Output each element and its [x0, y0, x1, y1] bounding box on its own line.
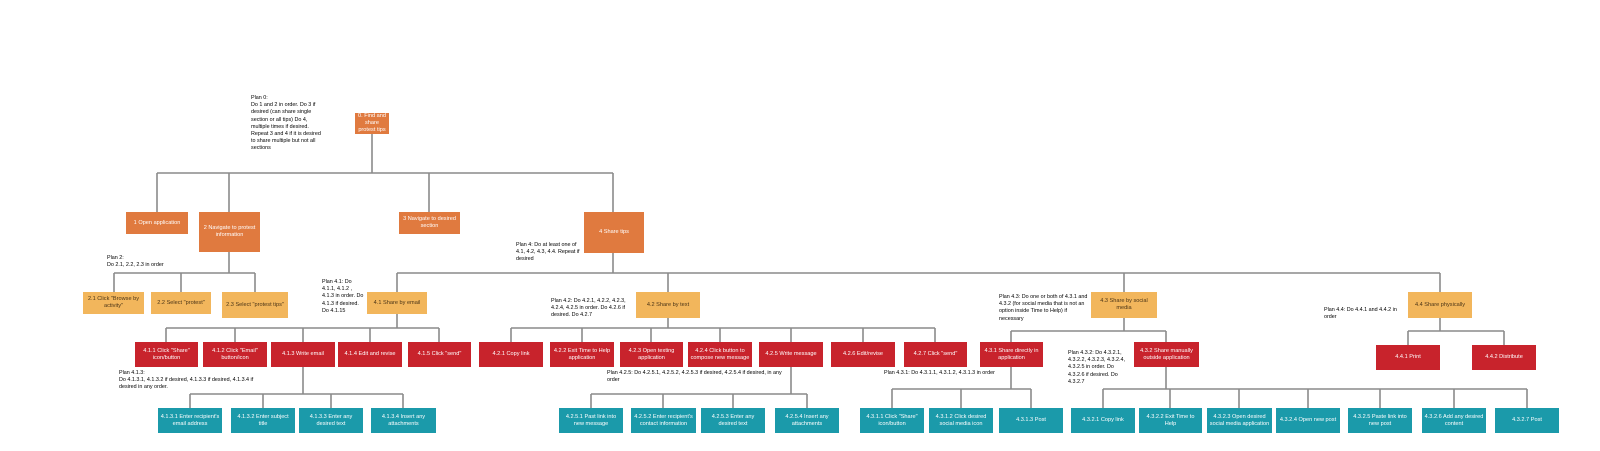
- task-4-3-2-3-open-social-app: 4.3.2.3 Open desired social media applic…: [1207, 408, 1272, 433]
- task-4-1-share-by-email: 4.1 Share by email: [367, 292, 427, 314]
- task-4-1-2-click-email: 4.1.2 Click "Email" button/icon: [203, 342, 267, 367]
- task-2-navigate-protest-info: 2 Navigate to protest information: [199, 212, 260, 252]
- plan-2: Plan 2: Do 2.1, 2.2, 2.3 in order: [107, 255, 217, 269]
- plan-4-1-3: Plan 4.1.3: Do 4.1.3.1, 4.1.3.2 if desir…: [119, 370, 269, 392]
- task-4-1-3-3-enter-text: 4.1.3.3 Enter any desired text: [299, 408, 363, 433]
- plan-4-1-3-text: Do 4.1.3.1, 4.1.3.2 if desired, 4.1.3.3 …: [119, 377, 254, 391]
- task-4-3-2-6-add-content: 4.3.2.6 Add any desired content: [1422, 408, 1486, 433]
- task-4-3-2-1-copy-link: 4.3.2.1 Copy link: [1071, 408, 1135, 433]
- task-4-4-share-physically: 4.4 Share physically: [1408, 292, 1472, 318]
- task-4-3-2-share-manually: 4.3.2 Share manually outside application: [1134, 342, 1199, 367]
- task-4-3-2-7-post: 4.3.2.7 Post: [1495, 408, 1559, 433]
- plan-4-3-2: Plan 4.3.2: Do 4.3.2.1, 4.3.2.2, 4.3.2.3…: [1068, 350, 1125, 385]
- task-4-1-3-1-enter-email: 4.1.3.1 Enter recipient's email address: [158, 408, 222, 433]
- task-4-3-1-share-directly: 4.3.1 Share directly in application: [980, 342, 1043, 367]
- plan-0: Plan 0: Do 1 and 2 in order. Do 3 if des…: [251, 95, 323, 153]
- plan-4-3: Plan 4.3: Do one or both of 4.3.1 and 4.…: [999, 294, 1088, 322]
- task-4-3-2-5-paste-link: 4.3.2.5 Paste link into new post: [1348, 408, 1412, 433]
- task-4-2-5-3-enter-text: 4.2.5.3 Enter any desired text: [701, 408, 765, 433]
- task-4-2-4-compose-message: 4.2.4 Click button to compose new messag…: [688, 342, 752, 367]
- task-4-2-3-open-texting: 4.2.3 Open texting application: [620, 342, 683, 367]
- task-4-3-2-2-exit-app: 4.3.2.2 Exit Time to Help: [1139, 408, 1202, 433]
- plan-0-text: Do 1 and 2 in order. Do 3 if desired (ca…: [251, 102, 321, 152]
- task-4-1-3-write-email: 4.1.3 Write email: [271, 342, 335, 367]
- plan-4-2: Plan 4.2: Do 4.2.1, 4.2.2, 4.2.3, 4.2.4,…: [551, 298, 626, 319]
- plan-4-3-1: Plan 4.3.1: Do 4.3.1.1, 4.3.1.2, 4.3.1.3…: [884, 370, 995, 376]
- task-4-2-5-4-insert-attachments: 4.2.5.4 Insert any attachments: [775, 408, 839, 433]
- plan-4-2-5: Plan 4.2.5: Do 4.2.5.1, 4.2.5.2, 4.2.5.3…: [607, 370, 782, 384]
- task-4-4-2-distribute: 4.4.2 Distribute: [1472, 345, 1536, 370]
- task-1-open-application: 1 Open application: [126, 212, 188, 234]
- task-2-3-select-protest-tips: 2.3 Select "protest tips": [222, 292, 288, 318]
- task-4-2-5-write-message: 4.2.5 Write message: [759, 342, 823, 367]
- task-4-2-1-copy-link: 4.2.1 Copy link: [479, 342, 543, 367]
- task-4-3-1-1-click-share: 4.3.1.1 Click "Share" icon/button: [860, 408, 924, 433]
- task-4-1-5-click-send: 4.1.5 Click "send": [408, 342, 471, 367]
- task-4-3-1-2-click-social-icon: 4.3.1.2 Click desired social media icon: [929, 408, 993, 433]
- task-4-1-3-4-insert-attachments: 4.1.3.4 Insert any attachments: [371, 408, 436, 433]
- task-4-3-1-3-post: 4.3.1.3 Post: [999, 408, 1063, 433]
- task-4-3-share-by-social-media: 4.3 Share by social media: [1091, 292, 1157, 318]
- task-4-2-5-2-enter-contact: 4.2.5.2 Enter recipient's contact inform…: [631, 408, 696, 433]
- task-4-share-tips: 4 Share tips: [584, 212, 644, 253]
- plan-2-title: Plan 2:: [107, 255, 124, 261]
- task-4-1-3-2-enter-subject: 4.1.3.2 Enter subject title: [231, 408, 295, 433]
- task-4-4-1-print: 4.4.1 Print: [1376, 345, 1440, 370]
- task-2-2-select-protest: 2.2 Select "protest": [151, 292, 211, 314]
- plan-0-title: Plan 0:: [251, 95, 268, 101]
- plan-4: Plan 4: Do at least one of 4.1, 4.2, 4.3…: [516, 242, 580, 263]
- task-2-1-browse-by-activity: 2.1 Click "Browse by activity": [83, 292, 144, 314]
- task-4-2-2-exit-app: 4.2.2 Exit Time to Help application: [550, 342, 614, 367]
- task-3-navigate-section: 3 Navigate to desired section: [399, 212, 460, 234]
- plan-2-text: Do 2.1, 2.2, 2.3 in order: [107, 262, 164, 269]
- task-4-3-2-4-open-new-post: 4.3.2.4 Open new post: [1276, 408, 1340, 433]
- plan-4-1-3-title: Plan 4.1.3:: [119, 370, 145, 376]
- plan-4-1: Plan 4.1: Do 4.1.1, 4.1.2 , 4.1.3 in ord…: [322, 279, 364, 314]
- plan-4-4: Plan 4.4: Do 4.4.1 and 4.4.2 in order: [1324, 307, 1397, 321]
- task-4-1-4-edit-revise: 4.1.4 Edit and revise: [338, 342, 402, 367]
- task-4-1-1-click-share: 4.1.1 Click "Share" icon/button: [135, 342, 198, 367]
- task-4-2-5-1-paste-link: 4.2.5.1 Past link into new message: [559, 408, 623, 433]
- task-4-2-7-click-send: 4.2.7 Click "send": [904, 342, 967, 367]
- task-4-2-6-edit-revise: 4.2.6 Edit/revise: [831, 342, 895, 367]
- task-0-find-and-share: 0. Find and share protest tips: [355, 113, 389, 134]
- task-4-2-share-by-text: 4.2 Share by text: [636, 292, 700, 318]
